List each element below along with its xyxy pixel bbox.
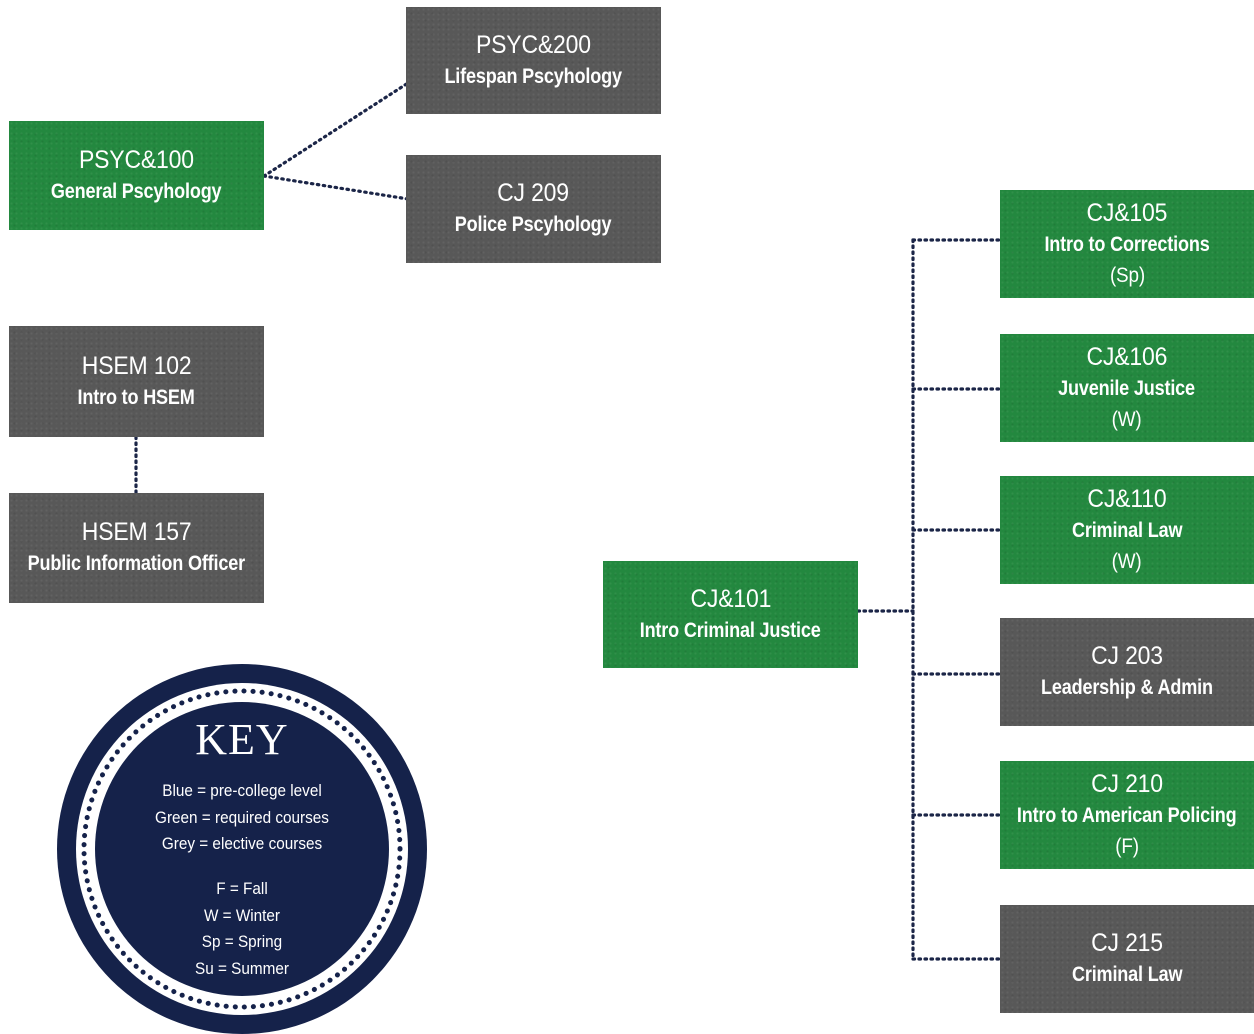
key-circle [57,664,427,1034]
course-title: Criminal Law [1071,963,1183,986]
course-code: HSEM 157 [81,518,192,546]
course-title: Criminal Law [1071,518,1183,542]
course-code: CJ&106 [1086,342,1168,371]
course-box-cj101[interactable]: CJ&101 Intro Criminal Justice [603,561,858,668]
key-term-list: F = Fall W = Winter Sp = Spring Su = Sum… [76,876,409,982]
course-title: Intro to HSEM [77,385,196,409]
connector-psyc100-cj209 [262,174,410,201]
course-title: General Pscyhology [51,179,222,203]
course-box-psyc200[interactable]: PSYC&200 Lifespan Pscyhology [406,7,661,114]
course-title: Lifespan Pscyhology [444,64,623,88]
course-code: HSEM 102 [81,351,192,380]
course-code: PSYC&200 [476,30,591,59]
key-legend: KEY Blue = pre-college level Green = req… [57,664,427,1034]
course-term: (F) [1115,834,1139,858]
course-box-cj210[interactable]: CJ 210 Intro to American Policing (F) [1000,761,1254,869]
course-title: Public Information Officer [27,552,246,575]
course-box-cj209[interactable]: CJ 209 Police Pscyhology [406,155,661,263]
course-code: CJ 210 [1091,769,1163,798]
course-code: PSYC&100 [79,145,194,174]
key-color-blue: Blue = pre-college level [162,781,322,800]
key-term-summer: Su = Summer [195,958,289,978]
key-color-green: Green = required courses [155,807,329,827]
course-code: CJ&105 [1086,198,1168,227]
course-term: (W) [1112,549,1142,573]
course-box-cj203[interactable]: CJ 203 Leadership & Admin [1000,618,1254,726]
course-term: (W) [1112,407,1142,431]
course-code: CJ 215 [1091,929,1163,957]
course-code: CJ 209 [497,179,570,207]
course-title: Intro to Corrections [1044,232,1210,256]
course-box-psyc100[interactable]: PSYC&100 General Pscyhology [9,121,264,230]
connector-lines [134,81,1002,961]
course-title: Police Pscyhology [455,213,612,236]
key-term-winter: W = Winter [203,905,281,925]
course-box-cj110[interactable]: CJ&110 Criminal Law (W) [1000,476,1254,584]
course-code: CJ&101 [690,584,771,613]
course-code: CJ&110 [1087,484,1167,513]
key-color-list: Blue = pre-college level Green = require… [76,778,409,858]
course-box-cj105[interactable]: CJ&105 Intro to Corrections (Sp) [1000,190,1254,298]
course-term: (Sp) [1109,263,1145,287]
course-box-hsem102[interactable]: HSEM 102 Intro to HSEM [9,326,264,437]
connector-psyc100-psyc200 [262,81,410,178]
course-title: Intro Criminal Justice [640,618,821,642]
course-code: CJ 203 [1091,642,1163,670]
course-box-cj215[interactable]: CJ 215 Criminal Law [1000,905,1254,1013]
course-title: Leadership & Admin [1041,676,1213,699]
key-term-spring: Sp = Spring [201,932,283,951]
course-title: Intro to American Policing [1017,803,1237,827]
course-box-hsem157[interactable]: HSEM 157 Public Information Officer [9,493,264,603]
key-color-grey: Grey = elective courses [161,834,323,853]
key-title: KEY [195,715,289,764]
course-title: Juvenile Justice [1058,376,1196,400]
key-term-fall: F = Fall [216,879,268,898]
course-box-cj106[interactable]: CJ&106 Juvenile Justice (W) [1000,334,1254,442]
